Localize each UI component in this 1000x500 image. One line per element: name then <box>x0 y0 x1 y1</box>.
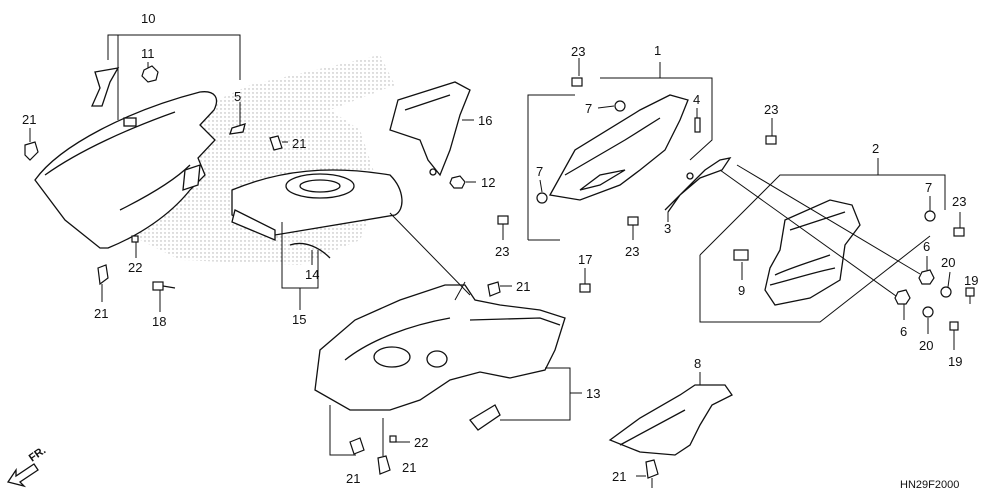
label-7-left: 7 <box>536 164 543 179</box>
label-20-lower: 20 <box>919 338 933 353</box>
label-5: 5 <box>234 89 241 104</box>
label-14: 14 <box>305 267 319 282</box>
inner-panel-part <box>608 384 733 456</box>
front-direction-label: FR. <box>27 444 48 464</box>
label-19-lower: 19 <box>948 354 962 369</box>
label-21-left: 21 <box>22 112 36 127</box>
label-23-top: 23 <box>571 44 585 59</box>
label-1: 1 <box>654 43 661 58</box>
mounting-bracket-part <box>389 81 471 177</box>
fastener-set <box>24 65 975 479</box>
lower-side-cover-part <box>314 284 566 431</box>
label-17: 17 <box>578 252 592 267</box>
leader-lines <box>29 34 971 488</box>
center-tank-cover-part <box>231 169 403 259</box>
label-21-tank: 21 <box>292 136 306 151</box>
label-22-left: 22 <box>128 260 142 275</box>
right-side-cover-part <box>548 94 689 201</box>
label-11: 11 <box>141 46 155 61</box>
stay-bracket-part <box>664 157 732 213</box>
label-2: 2 <box>872 141 879 156</box>
label-3: 3 <box>664 221 671 236</box>
label-10: 10 <box>141 11 155 26</box>
rear-right-cover-part <box>764 199 861 306</box>
front-direction-indicator: FR. <box>6 444 48 488</box>
left-front-fender-part <box>34 67 246 249</box>
label-15: 15 <box>292 312 306 327</box>
label-23-right: 23 <box>764 102 778 117</box>
label-7-right: 7 <box>925 180 932 195</box>
label-16: 16 <box>478 113 492 128</box>
label-13: 13 <box>586 386 600 401</box>
label-20-upper: 20 <box>941 255 955 270</box>
label-6-lower: 6 <box>900 324 907 339</box>
label-21-bottom-1: 21 <box>346 471 360 486</box>
part-number-labels: 10 11 5 21 22 21 18 21 14 15 16 12 1 23 … <box>22 11 978 486</box>
label-23-left: 23 <box>495 244 509 259</box>
label-21-panel: 21 <box>612 469 626 484</box>
front-arrow-icon <box>6 463 39 488</box>
label-18: 18 <box>152 314 166 329</box>
label-9: 9 <box>738 283 745 298</box>
label-8: 8 <box>694 356 701 371</box>
label-21-bottom-left: 21 <box>94 306 108 321</box>
label-21-mid: 21 <box>516 279 530 294</box>
label-23-mid: 23 <box>625 244 639 259</box>
label-12: 12 <box>481 175 495 190</box>
label-19-upper: 19 <box>964 273 978 288</box>
label-22-bottom: 22 <box>414 435 428 450</box>
label-7-top: 7 <box>585 101 592 116</box>
label-4: 4 <box>693 92 700 107</box>
label-23-far-right: 23 <box>952 194 966 209</box>
label-6-upper: 6 <box>923 239 930 254</box>
drawing-code: HN29F2000 <box>900 479 959 491</box>
label-21-bottom-2: 21 <box>402 460 416 475</box>
